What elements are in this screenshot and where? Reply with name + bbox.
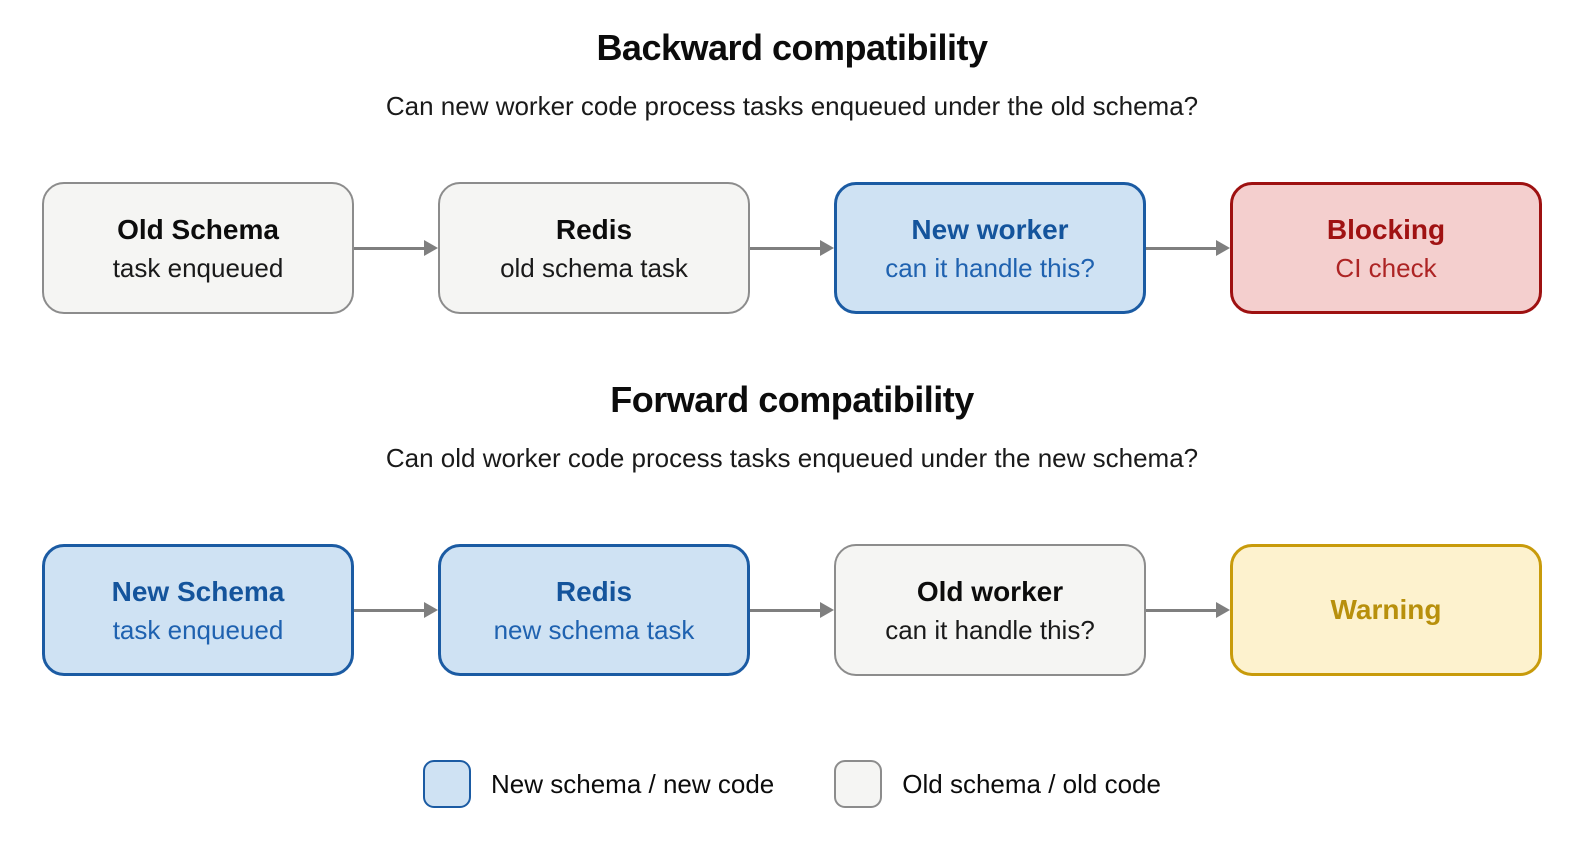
- flow-arrow-icon: [354, 602, 438, 618]
- backward-flow-row: Old Schema task enqueued Redis old schem…: [0, 182, 1584, 314]
- arrow-line: [1146, 608, 1218, 612]
- node-subtitle: new schema task: [493, 614, 695, 645]
- node-new-schema: New Schema task enqueued: [42, 544, 354, 676]
- node-title: Blocking: [1326, 213, 1446, 245]
- node-redis-old: Redis old schema task: [438, 182, 750, 314]
- node-old-schema: Old Schema task enqueued: [42, 182, 354, 314]
- flow-arrow-icon: [1146, 602, 1230, 618]
- node-blocking: Blocking CI check: [1230, 182, 1542, 314]
- node-new-worker: New worker can it handle this?: [834, 182, 1146, 314]
- node-subtitle: task enqueued: [112, 252, 284, 283]
- arrow-line: [354, 246, 426, 250]
- arrow-head: [424, 240, 438, 256]
- arrow-line: [750, 246, 822, 250]
- legend-swatch-new: [423, 760, 472, 808]
- flow-arrow-icon: [354, 240, 438, 256]
- legend-item-new: New schema / new code: [423, 760, 774, 808]
- section-title: Backward compatibility: [596, 27, 988, 68]
- backward-compatibility-section: Backward compatibility Can new worker co…: [0, 26, 1584, 314]
- flow-arrow-icon: [750, 240, 834, 256]
- legend-label: Old schema / old code: [902, 768, 1161, 799]
- section-subtitle: Can old worker code process tasks enqueu…: [385, 443, 1199, 473]
- node-subtitle: can it handle this?: [885, 252, 1095, 283]
- arrow-head: [820, 602, 834, 618]
- forward-flow-row: New Schema task enqueued Redis new schem…: [0, 544, 1584, 676]
- arrow-line: [1146, 246, 1218, 250]
- flow-arrow-icon: [1146, 240, 1230, 256]
- node-subtitle: old schema task: [500, 252, 688, 283]
- forward-compatibility-section: Forward compatibility Can old worker cod…: [0, 378, 1584, 676]
- arrow-head: [1216, 602, 1230, 618]
- node-subtitle: CI check: [1335, 252, 1437, 283]
- node-title: Redis: [555, 213, 633, 245]
- legend-item-old: Old schema / old code: [834, 760, 1161, 808]
- node-old-worker: Old worker can it handle this?: [834, 544, 1146, 676]
- node-title: Old worker: [916, 575, 1064, 607]
- arrow-head: [820, 240, 834, 256]
- arrow-line: [354, 608, 426, 612]
- section-subtitle: Can new worker code process tasks enqueu…: [385, 91, 1199, 121]
- node-title: Redis: [555, 575, 633, 607]
- flow-arrow-icon: [750, 602, 834, 618]
- legend-swatch-old: [834, 760, 883, 808]
- arrow-head: [1216, 240, 1230, 256]
- arrow-head: [424, 602, 438, 618]
- node-subtitle: task enqueued: [112, 614, 284, 645]
- legend: New schema / new code Old schema / old c…: [0, 760, 1584, 808]
- node-title: New Schema: [111, 575, 285, 607]
- node-subtitle: can it handle this?: [885, 614, 1095, 645]
- node-redis-new: Redis new schema task: [438, 544, 750, 676]
- section-title: Forward compatibility: [610, 379, 974, 420]
- legend-label: New schema / new code: [491, 768, 775, 799]
- node-title: Warning: [1330, 594, 1442, 625]
- node-title: Old Schema: [117, 213, 279, 245]
- node-warning: Warning: [1230, 544, 1542, 676]
- arrow-line: [750, 608, 822, 612]
- node-title: New worker: [911, 213, 1069, 245]
